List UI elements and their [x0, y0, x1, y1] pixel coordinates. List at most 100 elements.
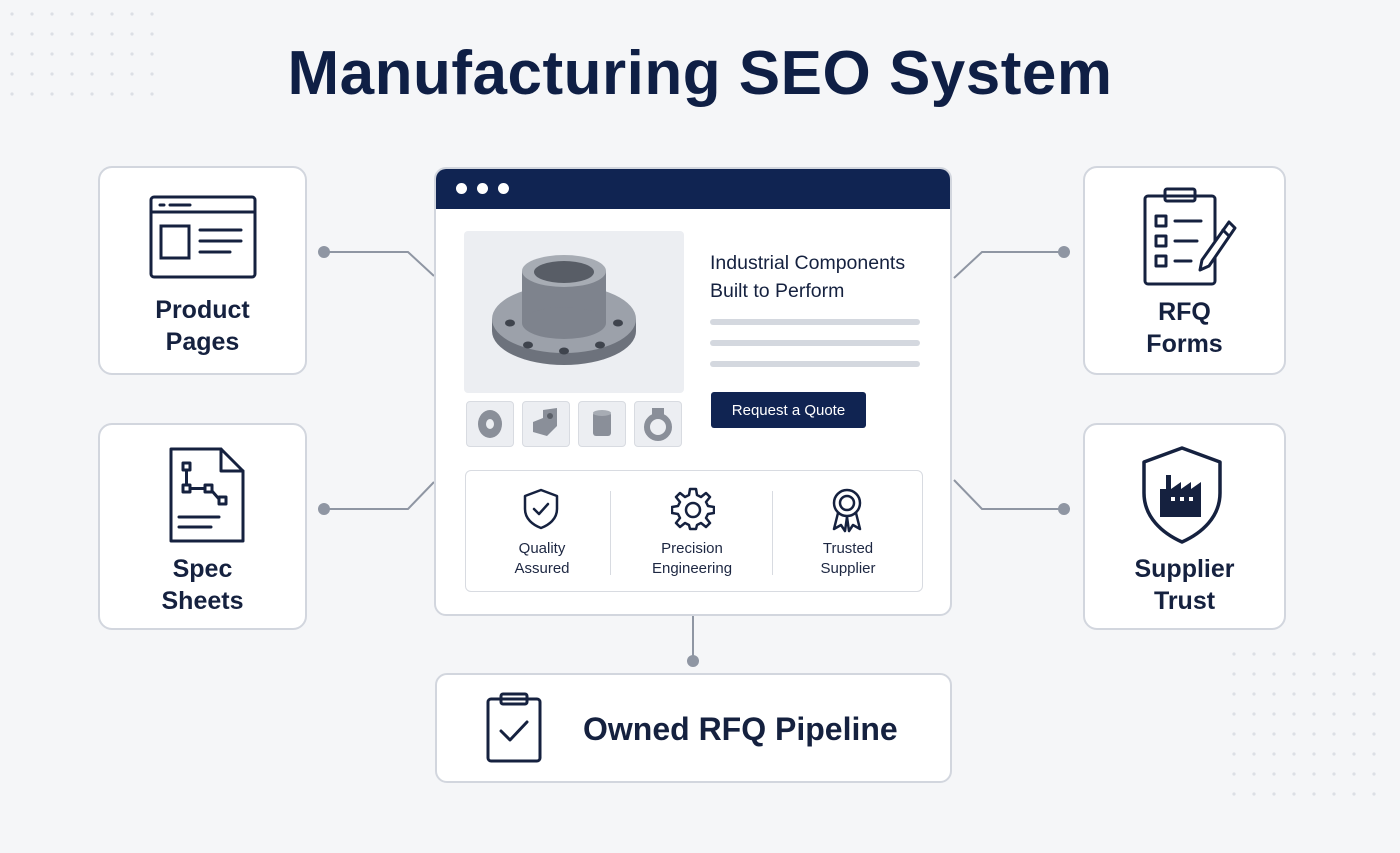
request-quote-button[interactable]: Request a Quote [711, 392, 866, 428]
decorative-dot [1252, 772, 1256, 776]
feature-divider [772, 491, 773, 575]
decorative-dot [1252, 712, 1256, 716]
flange-part-image [492, 255, 636, 365]
card-spec-sheets[interactable]: Spec Sheets [98, 423, 307, 630]
product-hero-image [464, 231, 684, 393]
decorative-dot [1292, 772, 1296, 776]
connector-dot [1058, 246, 1070, 258]
connector-dot [1058, 503, 1070, 515]
decorative-dot [1372, 752, 1376, 756]
gear-icon [670, 487, 716, 536]
decorative-dot [110, 52, 114, 56]
decorative-dot [1232, 652, 1236, 656]
decorative-dot [1372, 792, 1376, 796]
text-placeholder-line [710, 340, 920, 346]
product-thumbnail[interactable] [578, 401, 626, 447]
browser-mockup: Industrial Components Built to Perform R… [434, 167, 952, 616]
decorative-dot [1332, 712, 1336, 716]
decorative-dot [130, 32, 134, 36]
decorative-dot [50, 12, 54, 16]
decorative-dot [1372, 732, 1376, 736]
decorative-dot [1372, 692, 1376, 696]
decorative-dot [1292, 752, 1296, 756]
decorative-dot [1352, 732, 1356, 736]
decorative-dot [1352, 752, 1356, 756]
clipboard-check-icon [483, 691, 545, 770]
decorative-dot [130, 92, 134, 96]
decorative-dot [1372, 652, 1376, 656]
decorative-dot [1312, 792, 1316, 796]
decorative-dot [1372, 672, 1376, 676]
decorative-dot [10, 12, 14, 16]
card-label: Product Pages [155, 296, 250, 356]
decorative-dot [1232, 792, 1236, 796]
decorative-dot [1332, 732, 1336, 736]
decorative-dot [30, 92, 34, 96]
pipeline-label: Owned RFQ Pipeline [583, 711, 898, 747]
decorative-dot [30, 72, 34, 76]
connector-dot [687, 655, 699, 667]
decorative-dot [1372, 712, 1376, 716]
decorative-dot [1272, 772, 1276, 776]
card-owned-rfq-pipeline[interactable]: Owned RFQ Pipeline [435, 673, 952, 783]
decorative-dot [1312, 652, 1316, 656]
decorative-dot [30, 32, 34, 36]
product-thumbnail[interactable] [522, 401, 570, 447]
decorative-dot [1352, 692, 1356, 696]
decorative-dot [70, 52, 74, 56]
decorative-dot [1312, 772, 1316, 776]
decorative-dot [30, 52, 34, 56]
decorative-dot [150, 72, 154, 76]
decorative-dot [10, 32, 14, 36]
decorative-dot [1292, 692, 1296, 696]
decorative-dot [90, 72, 94, 76]
product-thumbnail[interactable] [466, 401, 514, 447]
decorative-dot [1312, 692, 1316, 696]
decorative-dot [130, 52, 134, 56]
decorative-dot [1252, 752, 1256, 756]
factory-shield-icon [1140, 445, 1224, 550]
card-product-pages[interactable]: Product Pages [98, 166, 307, 375]
text-placeholder-line [710, 319, 920, 325]
decorative-dot [10, 72, 14, 76]
decorative-dot [30, 12, 34, 16]
spec-document-icon [167, 445, 247, 550]
decorative-dot [150, 92, 154, 96]
shield-check-icon [521, 487, 561, 536]
decorative-dot [1332, 792, 1336, 796]
decorative-dot [1332, 672, 1336, 676]
window-dot [456, 183, 467, 194]
decorative-dot [150, 32, 154, 36]
decorative-dot [70, 72, 74, 76]
card-rfq-forms[interactable]: RFQ Forms [1083, 166, 1286, 375]
decorative-dot [1312, 712, 1316, 716]
card-supplier-trust[interactable]: Supplier Trust [1083, 423, 1286, 630]
clipboard-checklist-icon [1139, 186, 1239, 295]
connector-supplier-trust [953, 479, 1064, 510]
decorative-dots-bottom-right [1230, 650, 1400, 810]
decorative-dot [1352, 672, 1356, 676]
decorative-dot [1272, 672, 1276, 676]
decorative-dot [10, 92, 14, 96]
decorative-dots-top-left [8, 10, 168, 120]
decorative-dot [110, 92, 114, 96]
product-thumbnail[interactable] [634, 401, 682, 447]
decorative-dot [1272, 732, 1276, 736]
decorative-dot [1272, 652, 1276, 656]
decorative-dot [150, 52, 154, 56]
decorative-dot [1232, 752, 1236, 756]
decorative-dot [1252, 652, 1256, 656]
decorative-dot [1252, 672, 1256, 676]
decorative-dot [90, 12, 94, 16]
window-dot [498, 183, 509, 194]
feature-divider [610, 491, 611, 575]
decorative-dot [50, 92, 54, 96]
decorative-dot [1252, 792, 1256, 796]
decorative-dot [130, 12, 134, 16]
decorative-dot [1352, 792, 1356, 796]
decorative-dot [70, 92, 74, 96]
decorative-dot [1332, 772, 1336, 776]
